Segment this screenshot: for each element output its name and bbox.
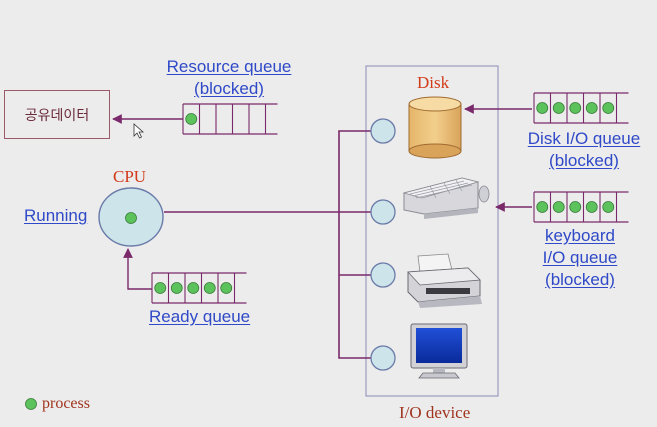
- device-port-circles: [370, 118, 396, 371]
- io-device-box: [365, 65, 499, 397]
- keyboard-queue-line1: keyboard: [545, 226, 615, 245]
- ready-queue-process-dot: [170, 282, 183, 294]
- keyboard-port: [370, 199, 396, 225]
- connection-lines: [164, 130, 371, 359]
- disk-io-queue-process-dot: [585, 102, 598, 114]
- disk-io-queue-process-dot: [602, 102, 615, 114]
- io-device-label: I/O device: [399, 403, 471, 422]
- arrow-ready-to-cpu: [123, 248, 152, 290]
- keyboard-io-queue-process-dot: [552, 201, 565, 213]
- ready-queue-title: Ready queue: [149, 307, 251, 326]
- keyboard-io-queue-process-dot: [569, 201, 582, 213]
- disk-io-queue-status: (blocked): [549, 151, 619, 170]
- disk-icon: [408, 96, 462, 159]
- disk-io-queue-process-dot: [552, 102, 565, 114]
- shared-data-label: 공유데이터: [24, 107, 90, 124]
- disk-io-queue: [533, 92, 629, 124]
- disk-io-queue-process-dot: [569, 102, 582, 114]
- keyboard-queue-status: (blocked): [545, 270, 615, 289]
- disk-title: Disk: [417, 73, 450, 92]
- keyboard-io-queue: [533, 191, 629, 223]
- ready-queue-process-dot: [220, 282, 233, 294]
- shared-data-box: 공유데이터: [4, 90, 110, 139]
- legend-process-dot: [25, 398, 37, 410]
- cpu-process-dot: [125, 212, 137, 224]
- monitor-icon: [410, 323, 468, 379]
- running-label: Running: [24, 206, 88, 225]
- resource-queue-process-dot: [185, 113, 198, 125]
- resource-queue: [182, 103, 278, 135]
- keyboard-icon: [402, 177, 490, 219]
- printer-icon: [407, 253, 482, 308]
- keyboard-io-queue-process-dot: [536, 201, 549, 213]
- disk-io-queue-title: Disk I/O queue: [527, 129, 641, 148]
- cpu-title: CPU: [113, 167, 147, 186]
- keyboard-queue-line2: I/O queue: [542, 248, 618, 267]
- resource-queue-title: Resource queue: [166, 57, 292, 76]
- disk-io-queue-process-dot: [536, 102, 549, 114]
- ready-queue-process-dot: [154, 282, 167, 294]
- ready-queue-process-dot: [203, 282, 216, 294]
- monitor-port: [370, 345, 396, 371]
- ready-queue-process-dot: [187, 282, 200, 294]
- disk-port: [370, 118, 396, 144]
- keyboard-io-queue-process-dot: [602, 201, 615, 213]
- legend-process-label: process: [42, 395, 90, 412]
- keyboard-io-queue-process-dot: [585, 201, 598, 213]
- printer-port: [370, 262, 396, 288]
- arrows: [112, 104, 532, 290]
- mouse-cursor-icon: [133, 123, 145, 139]
- ready-queue: [151, 272, 247, 304]
- resource-queue-status: (blocked): [194, 79, 264, 98]
